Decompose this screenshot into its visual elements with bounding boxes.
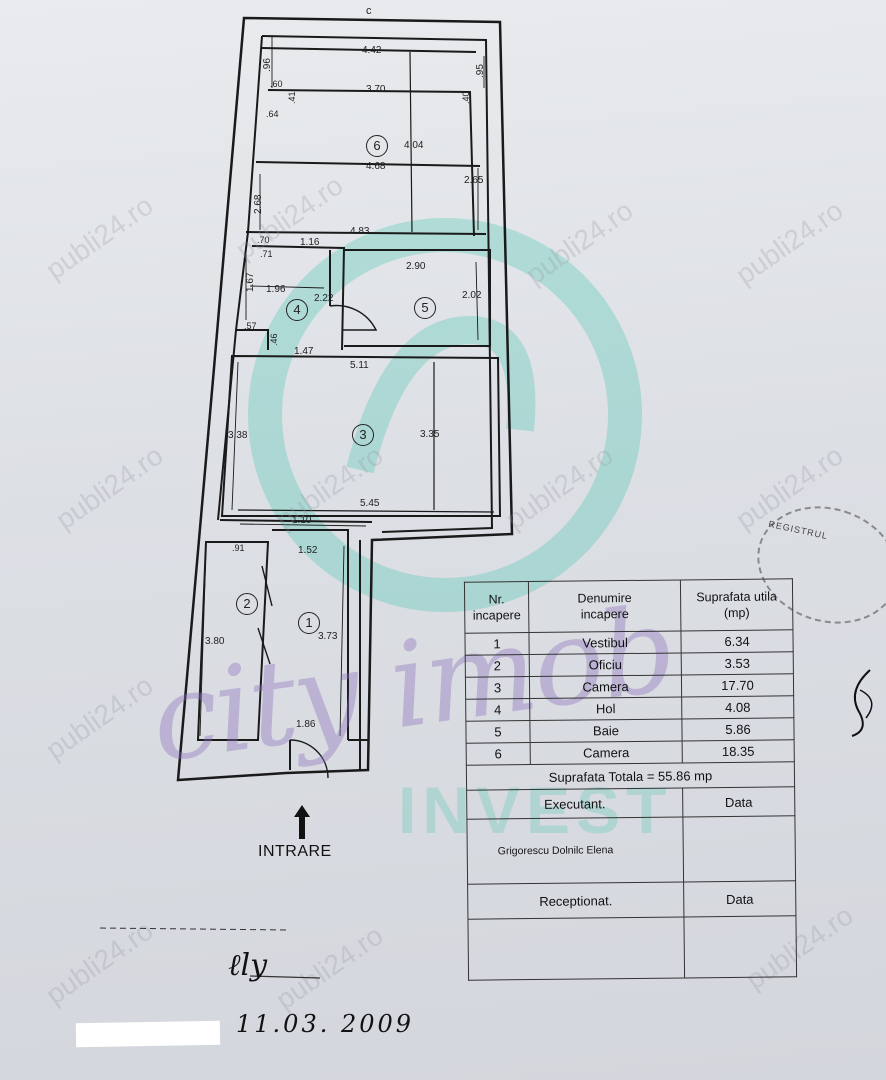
header-name: Denumire incapere: [528, 579, 681, 633]
dimension-label: 1.86: [296, 719, 316, 730]
handwritten-mark: [851, 669, 873, 737]
cell-nr: 5: [465, 720, 531, 744]
receptionat-signature: [467, 916, 685, 981]
cell-nr: 4: [465, 698, 530, 722]
cell-area: 6.34: [680, 629, 794, 653]
header-name-line1: Denumire: [577, 590, 632, 606]
dimension-label: .46: [269, 333, 279, 346]
room-area-table: Nr. incapere Denumire incapere Suprafata…: [464, 578, 797, 981]
room-number-4: 4: [286, 299, 308, 321]
dimension-label: .64: [266, 109, 279, 119]
dimension-label: 5.11: [350, 360, 369, 371]
cell-name: Oficiu: [529, 652, 682, 677]
dimension-label: .41: [287, 91, 297, 104]
dimension-label: .70: [257, 235, 270, 245]
dimension-label: 2.90: [406, 261, 426, 272]
dimension-label: 1.16: [300, 237, 320, 248]
dimension-label: 4.83: [350, 226, 370, 237]
executant-label: Executant.: [466, 787, 683, 820]
header-nr-line1: Nr.: [488, 592, 505, 607]
dimension-label: 1.52: [298, 545, 318, 556]
dimension-label: 1.47: [294, 346, 314, 357]
receptionat-body-row: [467, 915, 797, 981]
dimension-label: .95: [475, 64, 486, 78]
signature-lines: [99, 927, 321, 979]
cell-name: Camera: [529, 674, 682, 699]
dimension-label: 5.45: [360, 498, 380, 509]
handwritten-date: 11.03. 2009: [236, 1010, 415, 1038]
cell-name: Hol: [529, 696, 682, 721]
receptionat-label: Receptionat.: [467, 881, 684, 920]
receptionat-date-value: [683, 915, 797, 978]
header-nr: Nr. incapere: [464, 581, 529, 634]
cell-name: Baie: [529, 718, 683, 743]
cell-nr: 2: [465, 654, 530, 678]
cell-area: 5.86: [681, 717, 795, 741]
dimension-label: 1.67: [245, 272, 256, 292]
dimension-label: .71: [260, 249, 273, 259]
dimension-label: 2.68: [253, 194, 264, 214]
dimension-label: 3.70: [366, 84, 386, 95]
dimension-label: .96: [262, 58, 273, 72]
cell-name: Camera: [530, 740, 683, 765]
table-total-row: Suprafata Totala = 55.86 mp: [466, 761, 795, 791]
redacted-area: [75, 1020, 221, 1048]
cell-area: 4.08: [681, 695, 794, 719]
entrance-label: INTRARE: [258, 843, 332, 860]
executant-date-label: Data: [682, 786, 795, 817]
room-number-6: 6: [366, 135, 388, 157]
room-number-1: 1: [298, 612, 320, 634]
executant-name-row: Grigorescu Dolnilc Elena: [466, 815, 796, 885]
room-number-2: 2: [236, 593, 258, 615]
receptionat-header-row: Receptionat. Data: [467, 880, 796, 920]
handwritten-signature: ℓly: [228, 948, 268, 983]
room-number-3: 3: [352, 424, 374, 446]
header-area-line1: Suprafata utila: [696, 589, 777, 605]
cell-area: 17.70: [681, 673, 794, 697]
dimension-label: .91: [232, 543, 245, 553]
dimension-label: 3.73: [318, 631, 338, 642]
executant-header-row: Executant. Data: [466, 786, 795, 820]
dimension-label: 4.68: [366, 161, 386, 172]
entrance-arrow-icon: [294, 805, 310, 839]
dimension-label: 3.38: [228, 430, 248, 441]
total-area: Suprafata Totala = 55.86 mp: [466, 761, 795, 791]
dimension-label: 1.96: [266, 284, 286, 295]
dimension-label: 2.65: [464, 175, 484, 186]
cell-nr: 1: [464, 632, 530, 656]
table-header-row: Nr. incapere Denumire incapere Suprafata…: [464, 578, 793, 634]
header-name-line2: incapere: [580, 607, 629, 622]
header-nr-line2: incapere: [472, 608, 521, 623]
plan-top-mark: c: [366, 5, 372, 17]
cell-nr: 3: [465, 676, 530, 700]
executant-name: Grigorescu Dolnilc Elena: [466, 816, 684, 885]
header-area-line2: (mp): [723, 605, 750, 621]
dimension-label: 3.35: [420, 429, 440, 440]
dimension-label: 3.80: [205, 636, 225, 647]
dimension-label: .60: [270, 79, 283, 89]
receptionat-date-label: Data: [683, 880, 796, 917]
dimension-label: 4.42: [362, 45, 382, 56]
cell-nr: 6: [466, 742, 531, 766]
dimension-label: .40: [461, 91, 471, 104]
cell-area: 3.53: [681, 651, 794, 675]
dimension-label: .57: [244, 321, 257, 331]
dimension-label: 4.04: [404, 140, 424, 151]
dimension-label: 2.02: [462, 290, 482, 301]
room-number-5: 5: [414, 297, 436, 319]
dimension-label: 1.10: [292, 515, 312, 526]
dimension-label: 2.22: [314, 293, 334, 304]
executant-date-value: [682, 815, 796, 882]
cell-area: 18.35: [682, 739, 795, 763]
cell-name: Vestibul: [528, 630, 682, 655]
